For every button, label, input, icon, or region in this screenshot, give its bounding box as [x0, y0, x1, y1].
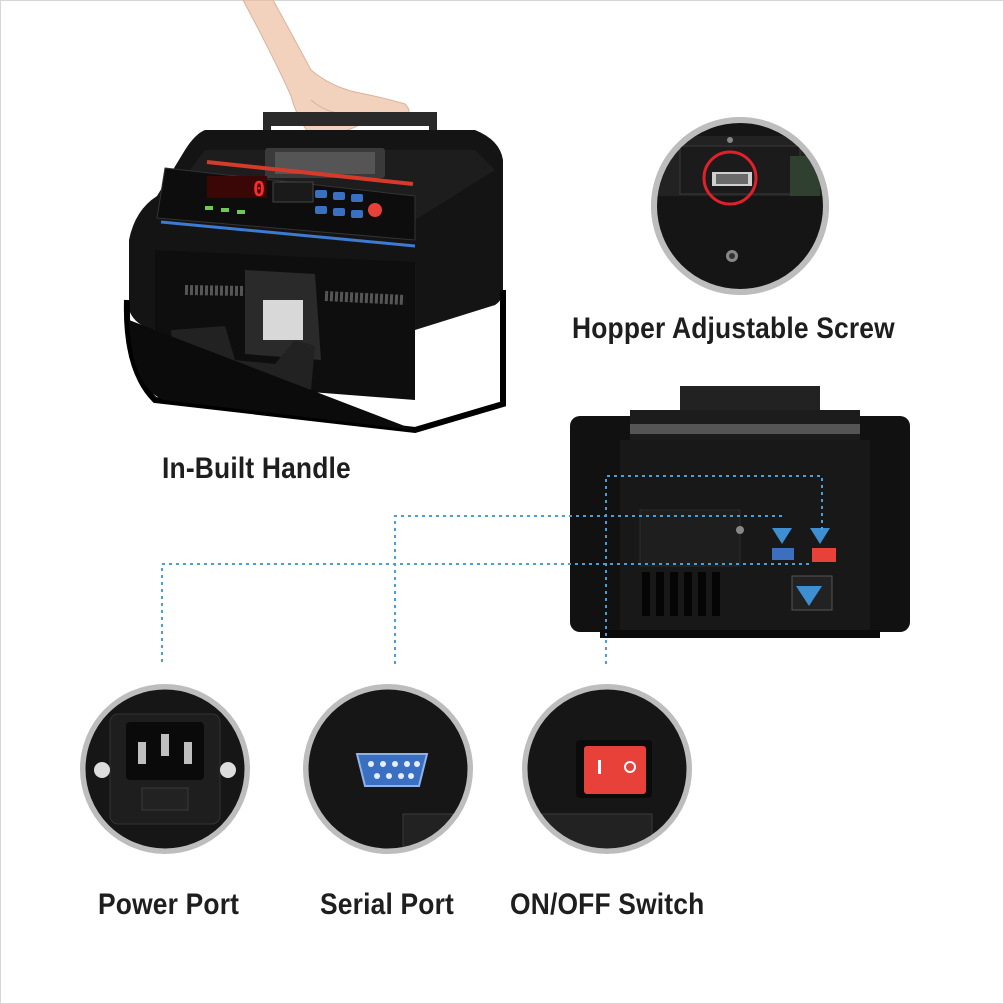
switch-label: ON/OFF Switch — [510, 888, 705, 921]
handle-label: In-Built Handle — [162, 452, 351, 485]
power-port-detail — [80, 684, 250, 854]
serial-port-detail — [303, 684, 473, 854]
money-counter-back-photo — [570, 386, 910, 638]
hopper-label: Hopper Adjustable Screw — [572, 312, 895, 345]
switch-detail — [522, 684, 692, 854]
hopper-screw-detail — [651, 117, 829, 295]
serial-port-label: Serial Port — [320, 888, 454, 921]
money-counter-front-photo: 0 — [123, 0, 506, 434]
svg-text:0: 0 — [253, 177, 265, 201]
power-port-label: Power Port — [98, 888, 240, 921]
